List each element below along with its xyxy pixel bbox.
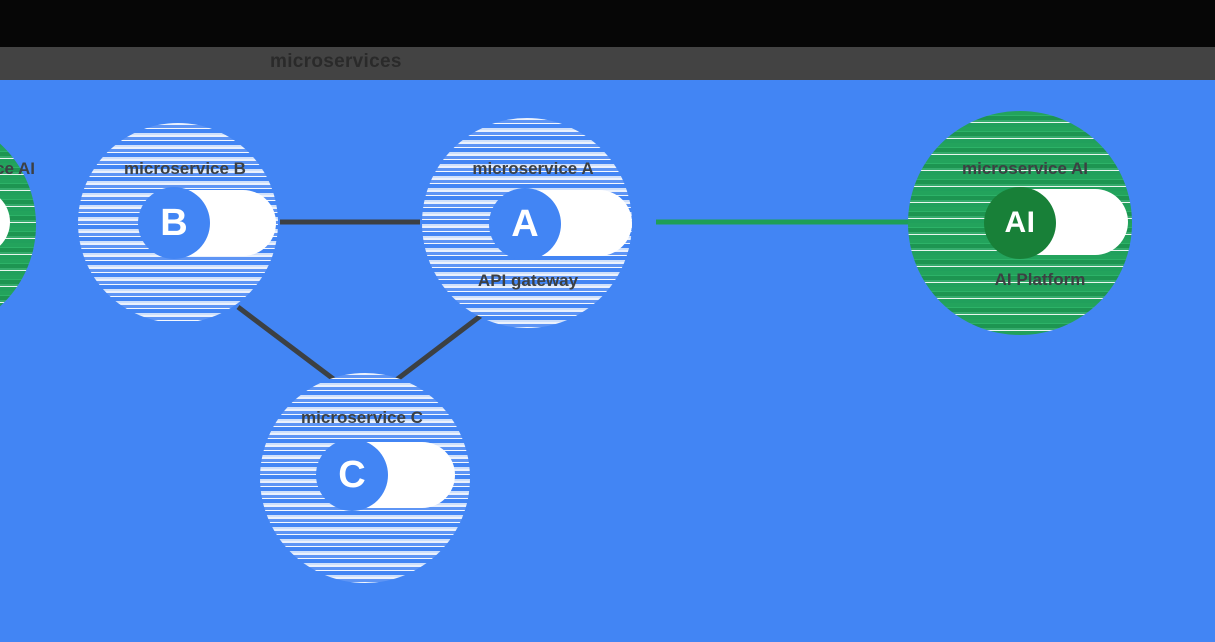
edge-b-c [236, 305, 350, 392]
c-letter-circle: C [316, 439, 388, 511]
b-label: microservice B [124, 159, 246, 178]
diagram-title: microservices [270, 51, 402, 72]
ai-sublabel: AI Platform [994, 270, 1086, 289]
a-sublabel: API gateway [477, 271, 579, 290]
edge-a-c [381, 309, 489, 392]
ai-label: microservice AI [962, 159, 1088, 178]
a-letter-circle: A [489, 188, 561, 260]
top-black-bar [0, 0, 1215, 47]
ai-letter-circle: AI [984, 187, 1056, 259]
b-letter-circle: B [138, 187, 210, 259]
left-partial-label: microservice AI [0, 159, 35, 178]
a-label: microservice A [472, 159, 594, 178]
left-partial-pill [0, 189, 10, 255]
c-label: microservice C [301, 408, 423, 427]
title-bar: microservices [0, 47, 1215, 80]
